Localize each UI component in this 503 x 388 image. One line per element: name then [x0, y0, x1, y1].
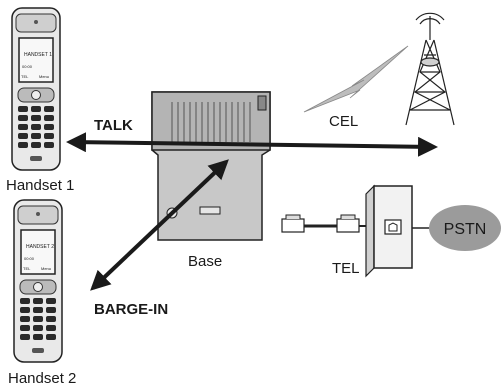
wall-jack-icon [365, 184, 436, 278]
handset-1-softkey-right: Menu [39, 74, 49, 79]
talk-label: TALK [94, 117, 133, 134]
handset-1: HANDSET 1 00:00 TEL Menu [11, 7, 61, 171]
handset-2-label: Handset 2 [8, 370, 76, 387]
pstn-label: PSTN [444, 221, 487, 238]
wireless-bolt-icon [303, 45, 409, 113]
cell-tower-icon [405, 12, 455, 126]
barge-in-arrow [90, 159, 229, 291]
handset-2-softkey-right: Menu [41, 266, 51, 271]
talk-arrow [66, 132, 438, 157]
tel-label: TEL [332, 260, 360, 277]
barge-in-label: BARGE-IN [94, 301, 168, 318]
handset-2-screen-text: HANDSET 2 [26, 244, 54, 250]
handset-1-screen-time: 00:00 [22, 64, 33, 69]
base-label: Base [188, 253, 222, 270]
handset-2-screen-time: 00:00 [24, 256, 35, 261]
handset-1-label: Handset 1 [6, 177, 74, 194]
phone-cord [281, 214, 373, 233]
handset-1-screen-text: HANDSET 1 [24, 52, 52, 58]
cel-label: CEL [329, 113, 358, 130]
handset-2: HANDSET 2 00:00 TEL Menu [13, 199, 63, 363]
pstn-oval [429, 205, 501, 251]
handset-1-softkey-left: TEL [21, 74, 29, 79]
handset-2-softkey-left: TEL [23, 266, 31, 271]
